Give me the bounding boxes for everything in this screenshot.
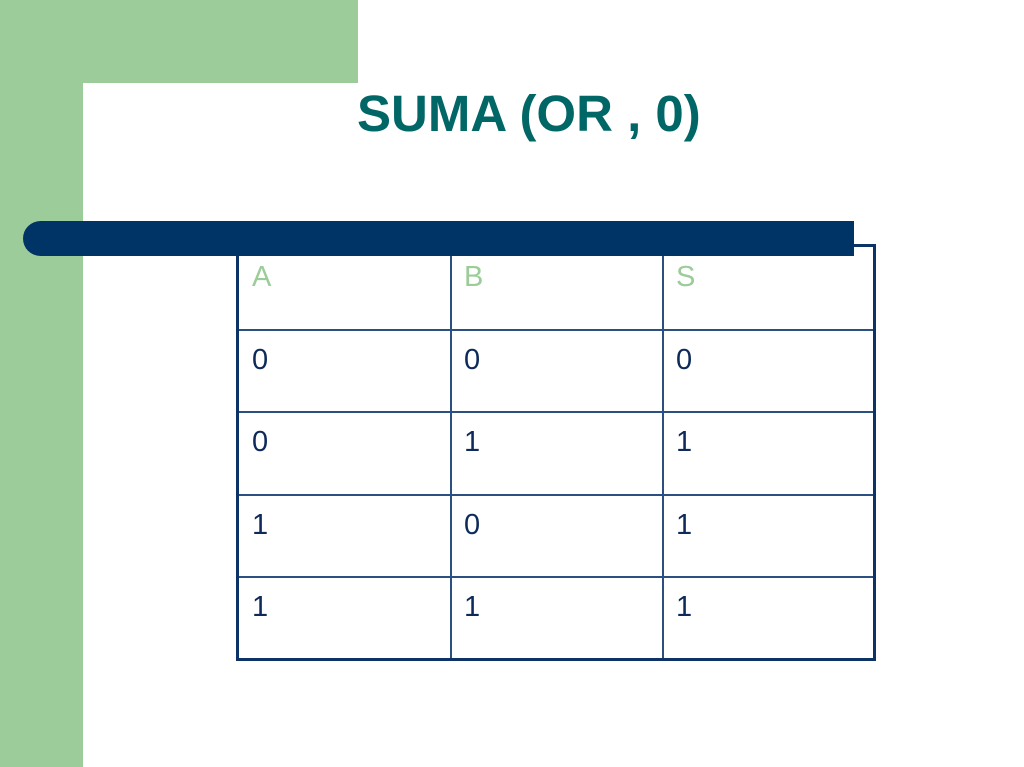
row-divider [239, 329, 873, 331]
header-cell-b: B [451, 247, 663, 329]
table-cell: 0 [451, 330, 663, 412]
cell-value: 1 [252, 509, 269, 541]
cell-value: 1 [464, 591, 481, 623]
decorative-title-bar [23, 221, 854, 256]
table-cell: 1 [663, 577, 873, 659]
table-cell: 1 [663, 495, 873, 577]
truth-table: A B S 0 0 0 0 1 1 1 0 1 1 1 1 [236, 244, 876, 661]
cell-value: 0 [464, 509, 481, 541]
row-divider [239, 411, 873, 413]
table-cell: 0 [239, 330, 451, 412]
table-cell: 1 [451, 412, 663, 494]
header-cell-a: A [239, 247, 451, 329]
table-header-row: A B S [239, 247, 873, 329]
header-cell-s: S [663, 247, 873, 329]
row-divider [239, 576, 873, 578]
table-row: 0 0 0 [239, 330, 873, 412]
cell-value: 0 [252, 426, 269, 458]
header-label: B [464, 261, 484, 293]
header-label: S [676, 261, 696, 293]
table-row: 1 1 1 [239, 577, 873, 659]
decorative-rounded-corner [83, 83, 163, 163]
cell-value: 1 [464, 426, 481, 458]
cell-value: 1 [676, 426, 693, 458]
column-divider [662, 247, 664, 658]
table-cell: 1 [451, 577, 663, 659]
table-row: 1 0 1 [239, 495, 873, 577]
cell-value: 1 [676, 509, 693, 541]
slide-title: SUMA (OR , 0) [357, 85, 701, 142]
table-cell: 0 [451, 495, 663, 577]
table-cell: 1 [663, 412, 873, 494]
cell-value: 0 [252, 344, 269, 376]
table-cell: 0 [663, 330, 873, 412]
decorative-green-left-strip [0, 0, 83, 767]
table-cell: 0 [239, 412, 451, 494]
table-row: 0 1 1 [239, 412, 873, 494]
row-divider [239, 494, 873, 496]
cell-value: 1 [252, 591, 269, 623]
table-cell: 1 [239, 577, 451, 659]
cell-value: 0 [464, 344, 481, 376]
header-label: A [252, 261, 272, 293]
cell-value: 0 [676, 344, 693, 376]
column-divider [450, 247, 452, 658]
table-cell: 1 [239, 495, 451, 577]
cell-value: 1 [676, 591, 693, 623]
